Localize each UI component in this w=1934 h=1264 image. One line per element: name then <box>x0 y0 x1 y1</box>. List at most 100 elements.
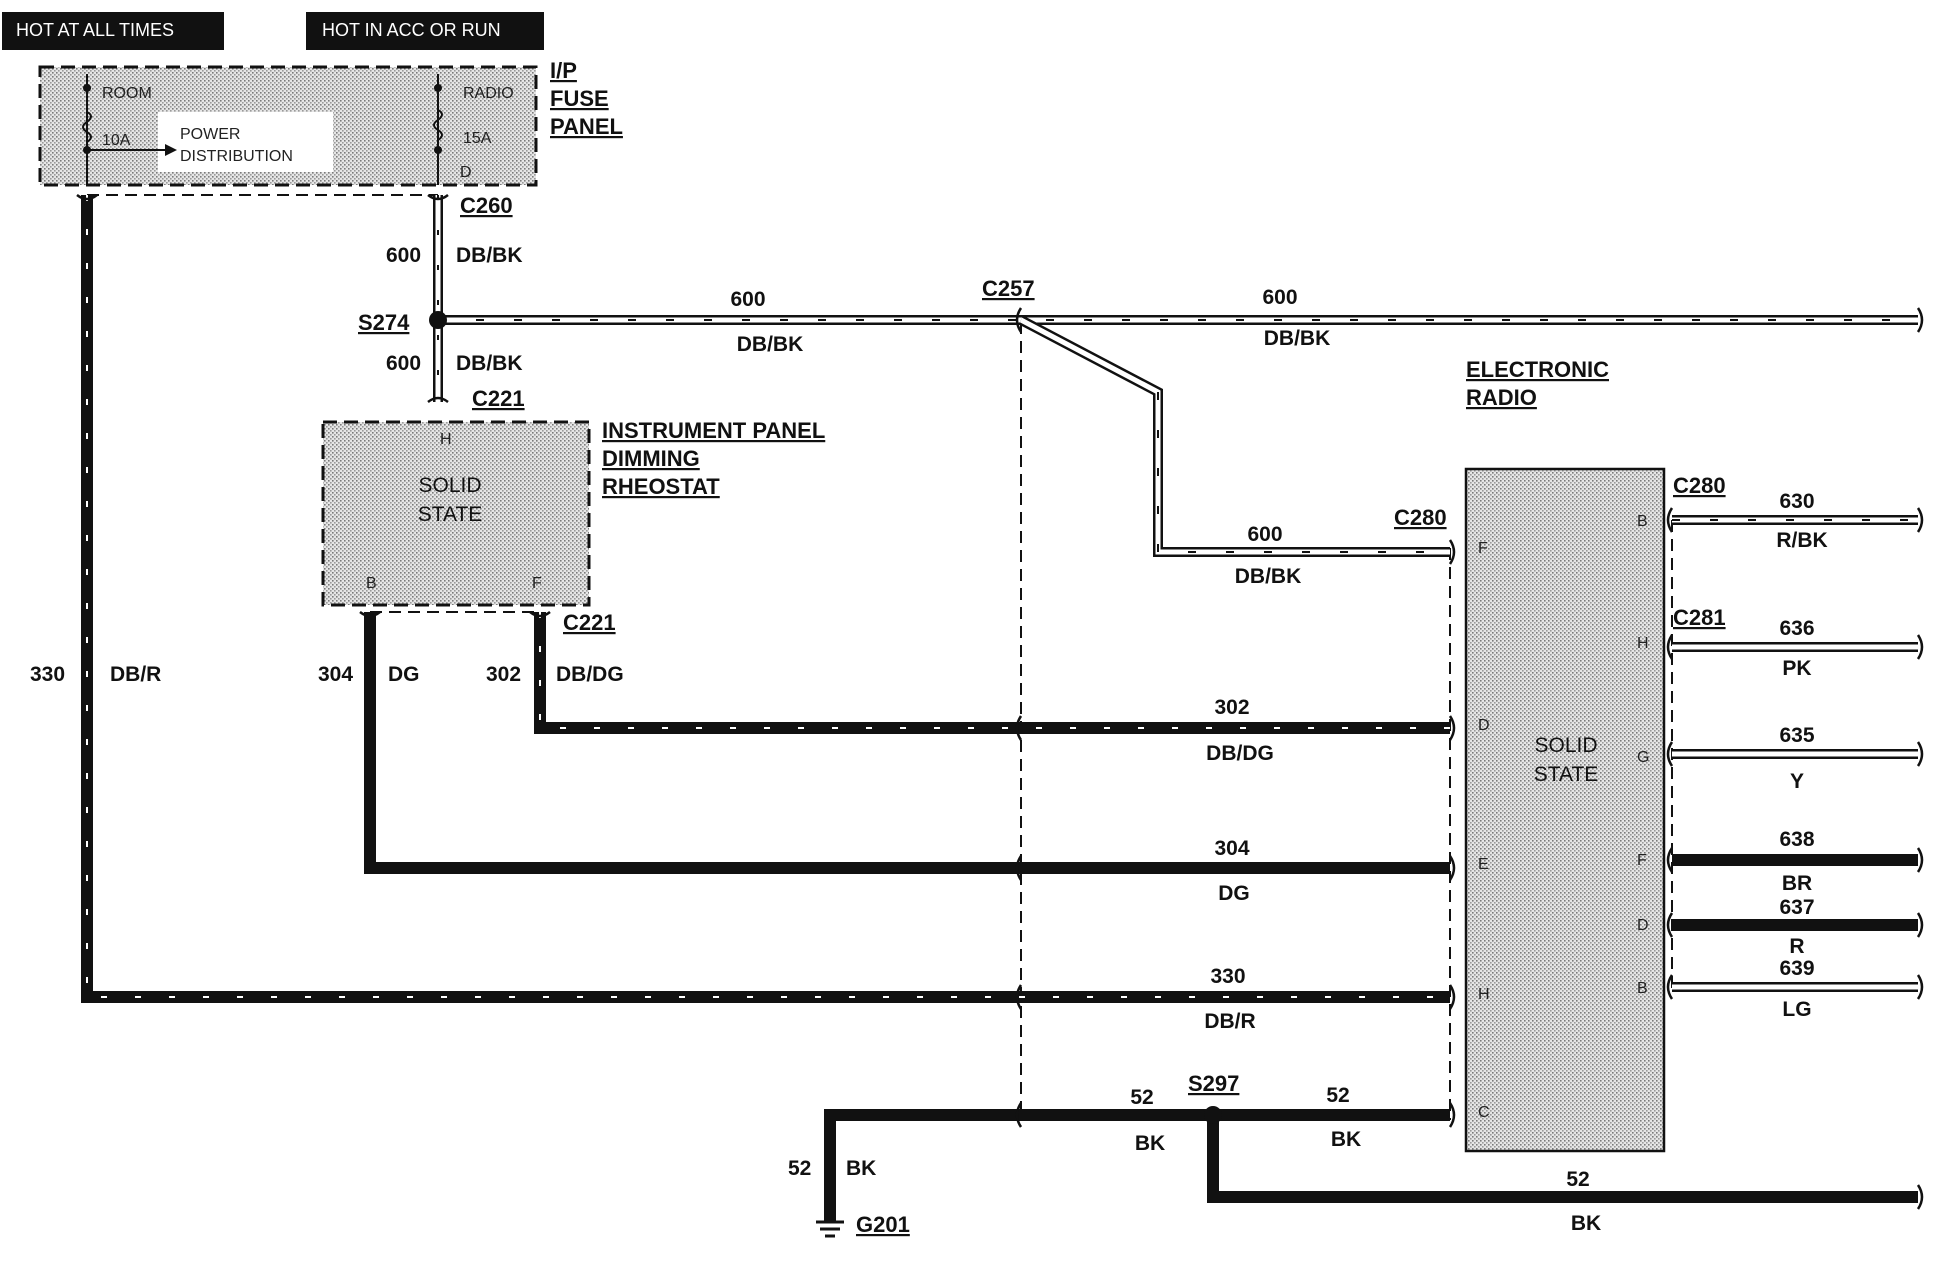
radio-pin-right-d: D <box>1637 917 1649 934</box>
wire-label-num: 52 <box>1566 1168 1589 1191</box>
wire-label-num: 52 <box>788 1157 811 1180</box>
fuse-panel-title-2: FUSE <box>550 86 609 111</box>
wire-600 <box>433 195 1918 557</box>
dimmer-body-2: STATE <box>418 503 483 526</box>
wire-label-color: DB/DG <box>1206 742 1274 765</box>
header-hot-in-acc-or-run: HOT IN ACC OR RUN <box>306 12 544 50</box>
wire-label-color: BK <box>846 1157 876 1180</box>
wire-label-num: 302 <box>1214 696 1249 719</box>
radio-title-2: RADIO <box>1466 385 1537 410</box>
wire-label-color: PK <box>1782 657 1811 680</box>
wire-label-color: R <box>1789 935 1804 958</box>
wire-label-num: 600 <box>730 288 765 311</box>
connector-c257: C257 <box>982 276 1035 301</box>
radio-body-1: SOLID <box>1534 734 1597 757</box>
wire-label-color: DB/BK <box>456 352 523 375</box>
fuse-room-label: ROOM <box>102 85 152 102</box>
fuse-room-rating: 10A <box>102 132 131 149</box>
connector-c280-right: C280 <box>1673 473 1726 498</box>
radio-pin-right-b2: B <box>1637 980 1648 997</box>
ground-icon <box>816 1220 844 1238</box>
wire-label-num: 600 <box>1262 286 1297 309</box>
wire-label-color: DB/R <box>110 663 161 686</box>
wire-label-color: BK <box>1135 1132 1165 1155</box>
radio-pin-left-e: E <box>1478 856 1489 873</box>
wire-label-num: 638 <box>1779 828 1814 851</box>
wire-label-color: DB/DG <box>556 663 624 686</box>
wire-label-color: DB/R <box>1204 1010 1255 1033</box>
radio-title-1: ELECTRONIC <box>1466 357 1609 382</box>
wire-label-num: 52 <box>1326 1084 1349 1107</box>
wire-label-color: DB/BK <box>1235 565 1302 588</box>
fuse-panel: ROOM 10A POWER DISTRIBUTION RADIO 15A D <box>38 65 538 187</box>
dimmer-title-1: INSTRUMENT PANEL <box>602 418 825 443</box>
wire-label-num: 635 <box>1779 724 1814 747</box>
fuse-radio-rating: 15A <box>463 130 492 147</box>
wire-label-color: BK <box>1331 1128 1361 1151</box>
radio-pin-left-d: D <box>1478 717 1490 734</box>
wire-label-color: DB/BK <box>456 244 523 267</box>
wire-304 <box>364 612 1450 874</box>
connector-c221-top: C221 <box>472 386 525 411</box>
dimmer-pin-b: B <box>366 575 377 592</box>
fuse-room-icon <box>82 111 92 143</box>
wire-label-num: 330 <box>1210 965 1245 988</box>
ground-g201-label: G201 <box>856 1212 910 1237</box>
wire-label-color: Y <box>1790 770 1804 793</box>
wire-label-num: 600 <box>386 244 421 267</box>
wire-label-num: 639 <box>1779 957 1814 980</box>
splice-s274-label: S274 <box>358 310 410 335</box>
radio-pin-right-h: H <box>1637 635 1649 652</box>
wire-label-color: DB/BK <box>1264 327 1331 350</box>
wire-label-num: 600 <box>386 352 421 375</box>
radio-pin-right-b: B <box>1637 513 1648 530</box>
wire-label-num: 637 <box>1779 896 1814 919</box>
radio-pin-left-h: H <box>1478 986 1490 1003</box>
electronic-radio: SOLID STATE F D E H C B H G F D B <box>1464 467 1666 1153</box>
wire-label-num: 600 <box>1247 523 1282 546</box>
fuse-radio-label: RADIO <box>463 85 514 102</box>
wire-label-num: 304 <box>318 663 353 686</box>
wire-label-color: DG <box>1218 882 1250 905</box>
wire-302 <box>534 612 1450 734</box>
wire-label-color: BR <box>1782 872 1812 895</box>
fuse-panel-title-1: I/P <box>550 58 577 83</box>
svg-text:HOT AT ALL TIMES: HOT AT ALL TIMES <box>16 20 174 40</box>
radio-pin-right-f: F <box>1637 852 1647 869</box>
wire-label-color: LG <box>1782 998 1811 1021</box>
wire-label-color: R/BK <box>1776 529 1827 552</box>
connector-c257-symbols <box>76 193 1924 1210</box>
wire-330 <box>81 195 1450 1003</box>
fuse-panel-title-3: PANEL <box>550 114 623 139</box>
connector-c260: C260 <box>460 193 513 218</box>
dimmer-title-2: DIMMING <box>602 446 700 471</box>
power-distribution-line1: POWER <box>180 126 240 143</box>
splice-s297-label: S297 <box>1188 1071 1239 1096</box>
fuse-radio-icon <box>433 109 443 141</box>
wire-label-num: 330 <box>30 663 65 686</box>
splice-s297 <box>1204 1106 1222 1124</box>
wire-52 <box>824 1109 1918 1222</box>
radio-pin-left-f: F <box>1478 540 1488 557</box>
wire-label-num: 302 <box>486 663 521 686</box>
connector-c221-bottom: C221 <box>563 610 616 635</box>
connector-c281: C281 <box>1673 605 1726 630</box>
wire-label-num: 630 <box>1779 490 1814 513</box>
dimmer-pin-h: H <box>440 431 452 448</box>
arrow-right-icon <box>165 144 177 156</box>
splice-s274 <box>429 311 447 329</box>
wire-label-color: DB/BK <box>737 333 804 356</box>
wire-label-color: BK <box>1571 1212 1601 1235</box>
radio-output-wires <box>1672 515 1918 992</box>
connector-c280-left: C280 <box>1394 505 1447 530</box>
wire-label-num: 304 <box>1214 837 1249 860</box>
dimming-rheostat: H SOLID STATE B F <box>321 420 591 607</box>
dimmer-title-3: RHEOSTAT <box>602 474 720 499</box>
wire-label-num: 52 <box>1130 1086 1153 1109</box>
radio-body-2: STATE <box>1534 763 1599 786</box>
fuse-radio-pin: D <box>460 164 472 181</box>
power-distribution-line2: DISTRIBUTION <box>180 148 293 165</box>
wire-label-num: 636 <box>1779 617 1814 640</box>
svg-text:HOT IN ACC OR RUN: HOT IN ACC OR RUN <box>322 20 501 40</box>
